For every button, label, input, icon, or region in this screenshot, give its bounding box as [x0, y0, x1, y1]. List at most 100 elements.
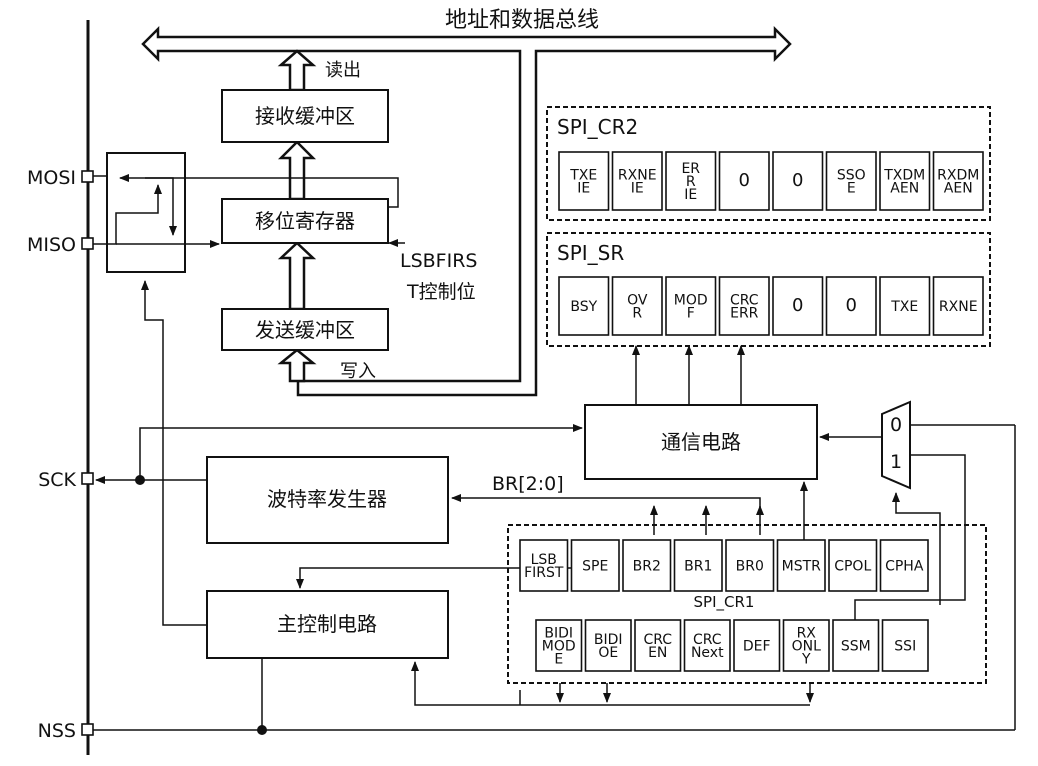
spi-cr1-row1-bit-label: CPOL: [834, 559, 871, 575]
spi-cr1-row2-bit-label: SSM: [841, 639, 871, 655]
spi-sr-bit-label: F: [687, 306, 695, 322]
spi-cr2-bit-4: 0: [772, 151, 824, 211]
spi-cr1-row2-bit-cell: [782, 619, 830, 672]
spi-cr1-row2-bit-cell: [832, 619, 880, 672]
spi-cr1-row2-bit-6: SSM: [832, 619, 880, 672]
pin-nss-label: NSS: [38, 720, 76, 742]
br-field-label: BR[2:0]: [492, 473, 564, 495]
br-to-baud-wire: [451, 494, 761, 512]
spi-cr1-row1-bit-cell: [519, 539, 569, 592]
address-data-bus: [141, 25, 792, 397]
spi-cr2-register: SPI_CR2: [546, 106, 991, 221]
spi-cr1-row2-bit-label: EN: [648, 645, 667, 661]
spi-sr-bit-cell: [825, 276, 877, 336]
comm-circuit-block: [584, 404, 818, 480]
spi-cr1-row2-bit-label: RX: [797, 626, 817, 642]
pin-nss: NSS: [38, 720, 94, 742]
spi-cr2-bit-label: IE: [684, 187, 697, 203]
spi-cr1-row2-bit-cell: [683, 619, 731, 672]
spi-sr-name: SPI_SR: [557, 241, 624, 265]
spi-cr1-row2-bit-cell: [733, 619, 781, 672]
spi-cr1-row2-bit-label: ONL: [792, 639, 821, 655]
spi-sr-bit-cell: [611, 276, 663, 336]
spi-sr-bit-label: ERR: [730, 306, 759, 322]
spi-cr2-bit-label: TXDM: [883, 168, 925, 184]
spi-sr-bit-cell: [665, 276, 717, 336]
spi-cr1-row2-bit-label: SSI: [894, 639, 916, 655]
spi-cr2-bit-label: 0: [792, 170, 803, 191]
lsbfirst-label-line2: T控制位: [406, 281, 476, 303]
spi-cr2-bit-cell: [879, 151, 931, 211]
spi-cr2-bit-cell: [558, 151, 610, 211]
shift-register-block: [221, 198, 389, 244]
spi-sr-bit-label: 0: [846, 295, 857, 316]
spi-sr-bit-label: R: [632, 306, 642, 322]
lsbfirst-label-line1: LSBFIRS: [400, 250, 477, 272]
spi-cr2-frame: [546, 106, 991, 221]
spi-cr1-row1-bit-cell: [828, 539, 878, 592]
spi-cr1-row1-bit-label: LSB: [531, 552, 557, 568]
spi-cr2-bit-label: SSO: [837, 168, 866, 184]
spi-sr-bit-4: 0: [772, 276, 824, 336]
spi-sr-bit-cell: [558, 276, 610, 336]
pin-sck-label: SCK: [38, 469, 76, 491]
spi-cr1-row1-bit-cell: [673, 539, 723, 592]
spi-cr2-bit-cell: [665, 151, 717, 211]
spi-cr2-bit-label: R: [686, 174, 696, 190]
spi-sr-bit-7: RXNE: [932, 276, 984, 336]
spi-sr-bit-label: 0: [792, 295, 803, 316]
tx-buffer-block: [221, 308, 389, 351]
spi-cr1-row2-bit-4: DEF: [733, 619, 781, 672]
rx-buffer-label: 接收缓冲区: [255, 104, 355, 128]
spi-cr1-register: SPI_CR1: [507, 524, 987, 684]
spi-cr1-row1-bit-label: MSTR: [782, 559, 822, 575]
spi-sr-bit-0: BSY: [558, 276, 610, 336]
spi-cr1-row2-bit-cell: [881, 619, 929, 672]
spi-sr-bit-6: TXE: [879, 276, 931, 336]
spi-sr-bit-cell: [718, 276, 770, 336]
shift-to-mosi-wire: [119, 174, 399, 208]
spi-cr1-row2-bit-label: Next: [691, 645, 724, 661]
spi-cr1-row1-bit-4: BR0: [725, 539, 775, 592]
baud-generator-label: 波特率发生器: [267, 487, 387, 511]
spi-cr1-row1-bit-label: FIRST: [524, 565, 564, 581]
spi-cr2-bit-label: IE: [631, 181, 644, 197]
spi-cr2-bit-label: TXE: [569, 168, 597, 184]
master-control-block: [206, 590, 449, 659]
spi-cr2-bit-cell: [772, 151, 824, 211]
master-control-label: 主控制电路: [277, 612, 377, 636]
spi-cr2-bit-cell: [718, 151, 770, 211]
spi-cr2-bit-label: AEN: [890, 181, 919, 197]
rx-buffer-block: [221, 89, 389, 143]
spi-cr1-row1-bit-cell: [725, 539, 775, 592]
spi-sr-bit-cell: [932, 276, 984, 336]
comm-circuit-label: 通信电路: [661, 430, 741, 454]
spi-cr1-row1-bit-label: SPE: [582, 559, 608, 575]
spi-cr1-row1-bit-label: BR1: [684, 559, 712, 575]
mux-input-0: 0: [890, 414, 902, 436]
read-out-arrow: [277, 49, 317, 92]
spi-sr-bit-1: OVR: [611, 276, 663, 336]
master-to-switch-wire: [141, 280, 207, 626]
pin-sck: SCK: [38, 469, 94, 491]
spi-cr1-row2-bit-7: SSI: [881, 619, 929, 672]
spi-cr1-row2-bit-label: MOD: [542, 639, 576, 655]
spi-cr1-row2-bit-label: CRC: [643, 632, 672, 648]
ssm-to-mux-select-wire: [854, 454, 966, 620]
cr1-bus-to-master-wire: [411, 661, 520, 706]
spi-cr1-row2-bit-label: CRC: [693, 632, 722, 648]
spi-cr2-bit-3: 0: [718, 151, 770, 211]
pin-miso-label: MISO: [27, 234, 76, 256]
spi-cr2-bit-label: AEN: [944, 181, 973, 197]
spi-cr1-row2-bit-label: Y: [801, 652, 811, 668]
spi-sr-bit-label: MOD: [674, 293, 708, 309]
spi-cr2-bit-label: RXNE: [618, 168, 657, 184]
spi-cr2-bit-cell: [825, 151, 877, 211]
spi-cr1-row1-bit-label: BR0: [736, 559, 764, 575]
